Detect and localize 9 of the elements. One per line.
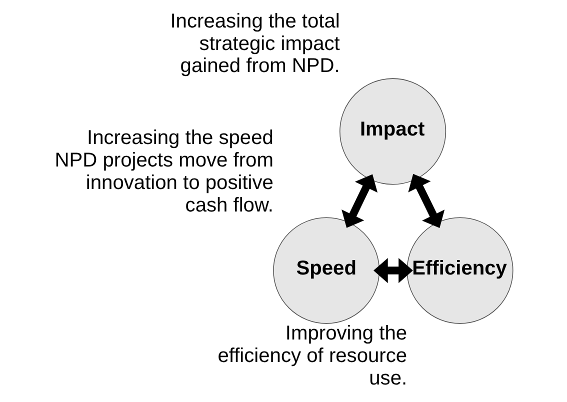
node-label: Increasing the speed NPD projects move from innovation to positive cash flow.	[54, 127, 274, 216]
arrow	[408, 174, 445, 228]
node-circle: Speed	[273, 217, 380, 324]
arrow	[342, 174, 378, 228]
node-circle: Efficiency	[406, 217, 514, 324]
node-circle: Impact	[340, 78, 446, 185]
node-label: Improving the efficiency of resource use.	[218, 322, 408, 390]
node-label: Increasing the total strategic impact gained from NPD.	[170, 10, 340, 78]
arrow	[373, 258, 413, 284]
